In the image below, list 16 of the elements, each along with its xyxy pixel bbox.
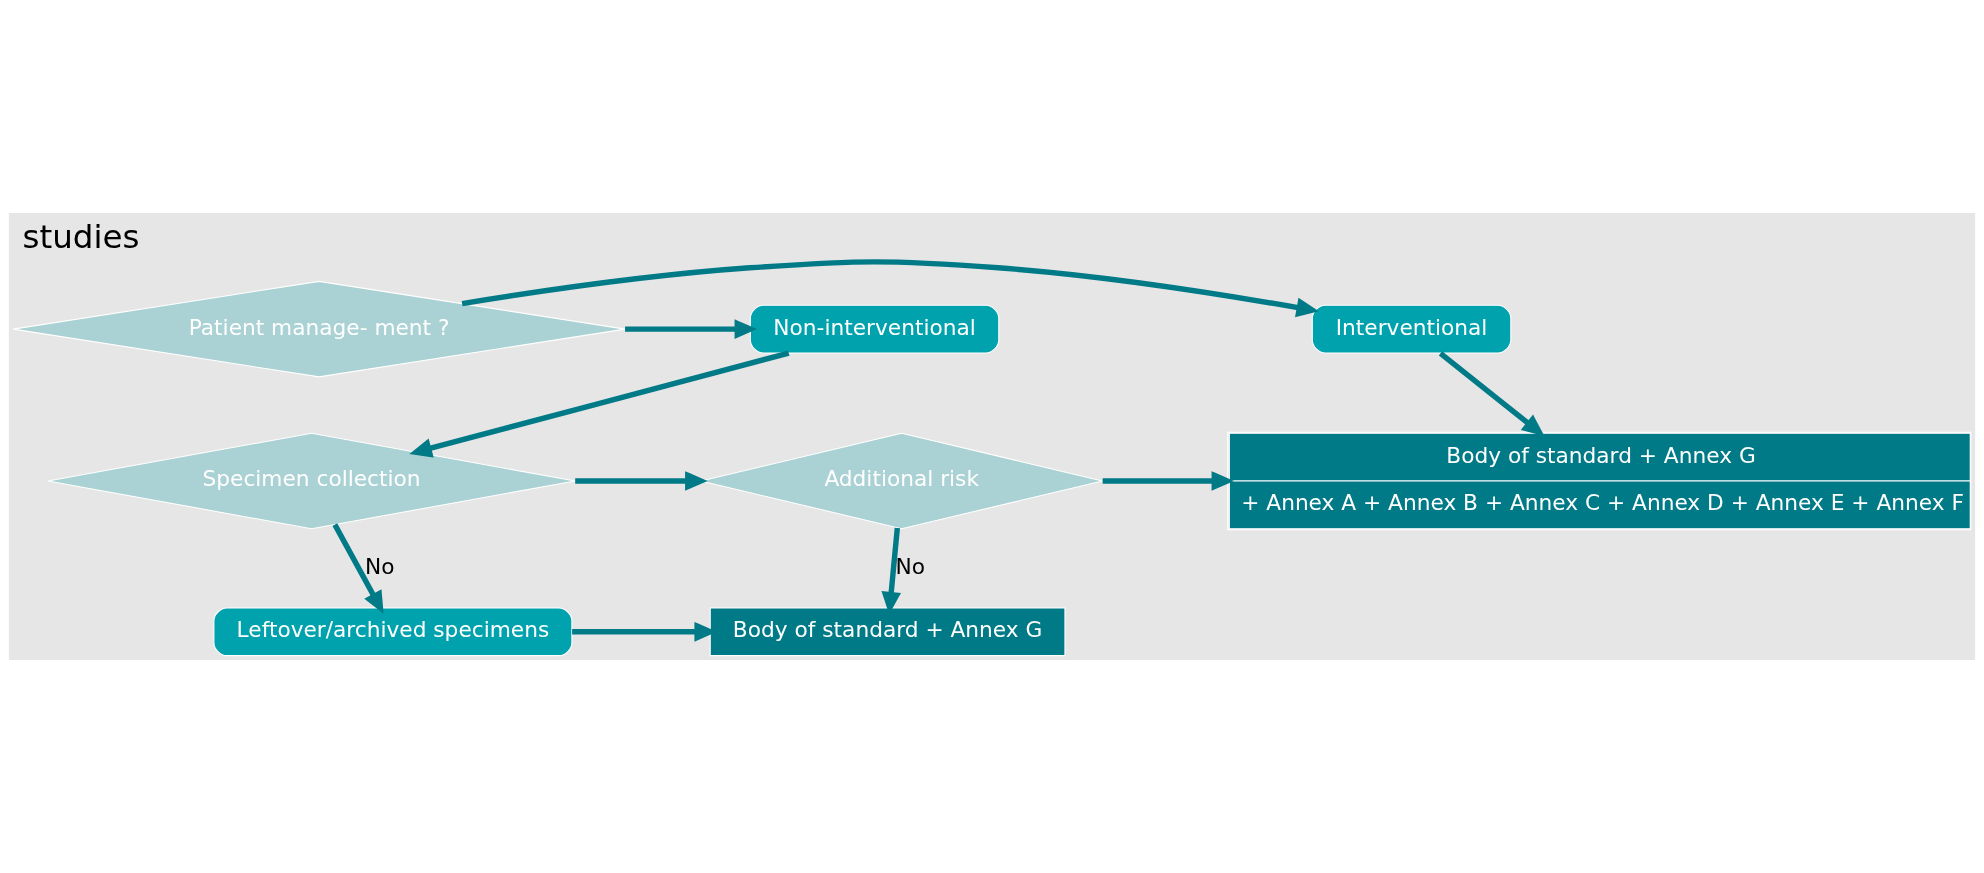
node-diamond: Patient manage- ment ? bbox=[12, 280, 626, 378]
diagram-title: studies bbox=[22, 217, 140, 256]
edge-label: No bbox=[895, 554, 926, 580]
arrow bbox=[575, 471, 708, 491]
node-box: Leftover/archived specimens bbox=[213, 607, 573, 657]
arrow bbox=[625, 319, 758, 339]
arrow bbox=[1438, 351, 1545, 437]
edge-label: No bbox=[365, 554, 395, 580]
node-diamond: Specimen collection bbox=[47, 432, 576, 530]
node-box: Non-interventional bbox=[749, 304, 1000, 354]
arrow bbox=[409, 350, 790, 458]
arrow bbox=[1102, 471, 1235, 491]
node-box: Body of standard + Annex G bbox=[709, 607, 1066, 657]
arrow bbox=[332, 523, 384, 614]
node-box: Interventional bbox=[1311, 304, 1512, 354]
arrow bbox=[461, 259, 1319, 318]
